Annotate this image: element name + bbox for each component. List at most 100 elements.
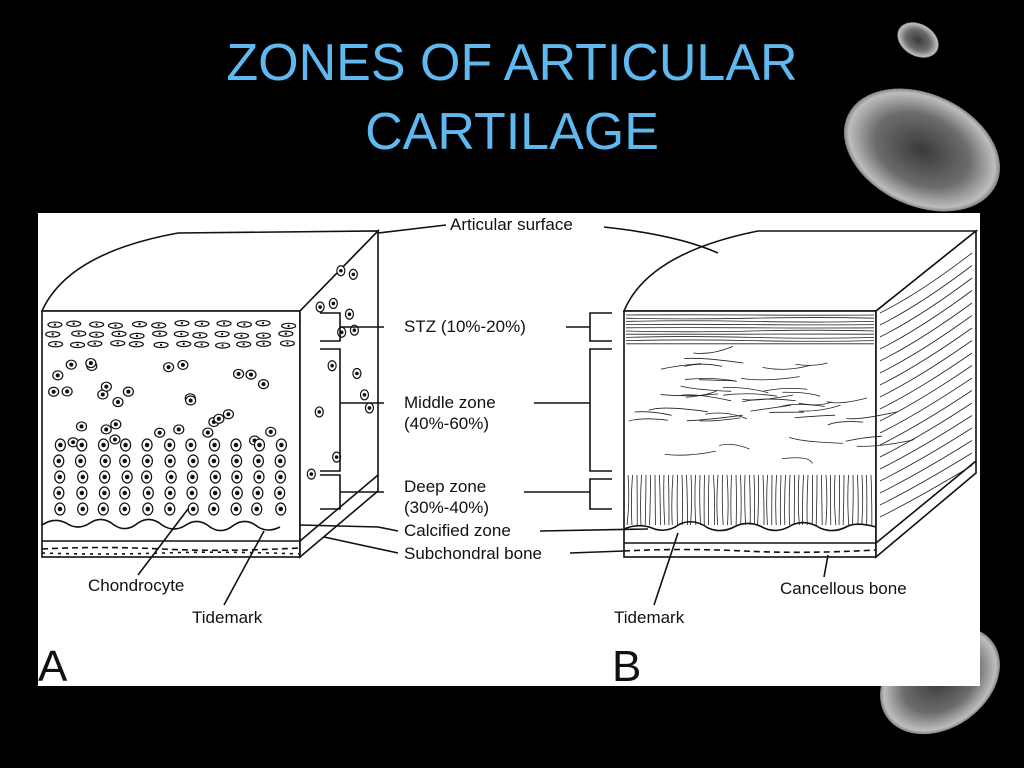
leader-subchondral-b [569,550,625,554]
chondrocyte-nucleus [367,406,372,410]
collagen-fiber [795,362,828,366]
collagen-fiber [870,474,873,526]
collagen-fiber [762,364,812,370]
collagen-fiber [749,474,751,526]
label-middle-zone: Middle zone [404,393,496,412]
block-b-bone-band [623,548,877,554]
leader-calcified-b [539,528,649,532]
chondrocyte-nucleus [261,382,266,387]
chondrocyte-nucleus [242,343,245,346]
chondrocyte-nucleus [103,458,108,464]
collagen-fiber [625,336,875,339]
leader-calcified-a [299,524,399,532]
chondrocyte-nucleus [144,442,150,448]
collagen-fiber [879,327,973,386]
chondrocyte-nucleus [279,442,284,448]
chondrocyte-nucleus [277,490,282,496]
chondrocyte-nucleus [65,389,70,394]
leader-tidemark-a [223,530,265,606]
collagen-fiber [685,378,737,382]
bracket-b-deep [524,478,612,510]
collagen-fiber [741,376,800,381]
slide-title-line1: ZONES OF ARTICULAR [226,34,798,92]
chondrocyte-nucleus [88,361,93,366]
chondrocyte-nucleus [166,365,171,370]
chondrocyte-nucleus [330,363,334,368]
collagen-fiber [788,474,791,526]
label-stz: STZ (10%-20%) [404,317,526,336]
chondrocyte-nucleus [126,389,131,394]
chondrocyte-nucleus [57,506,63,512]
chondrocyte-nucleus [124,474,130,480]
collagen-fiber [630,474,633,526]
chondrocyte-nucleus [145,506,151,512]
chondrocyte-nucleus [78,458,83,464]
chondrocyte-nucleus [198,334,202,337]
chondrocyte-nucleus [222,322,226,325]
chondrocyte-nucleus [182,342,185,346]
chondrocyte-nucleus [287,324,290,328]
collagen-fiber [879,402,973,458]
collagen-fiber [648,407,709,413]
collagen-fiber [879,365,973,422]
collagen-fiber [742,398,796,403]
label-panel-a: A [38,642,68,686]
chondrocyte-nucleus [205,430,210,435]
chondrocyte-nucleus [248,372,254,377]
chondrocyte-nucleus [190,474,195,480]
chondrocyte-nucleus [168,474,174,480]
chondrocyte-nucleus [212,490,218,496]
chondrocyte-nucleus [221,344,224,347]
chondrocyte-nucleus [211,458,217,464]
collagen-fiber [640,474,642,526]
label-deep-zone: Deep zone [404,477,486,496]
chondrocyte-nucleus [355,371,359,376]
chondrocyte-nucleus [79,490,85,496]
chondrocyte-nucleus [144,474,149,480]
collagen-fiber [879,290,973,350]
collagen-fiber [659,474,661,526]
chondrocyte-nucleus [277,458,283,464]
collagen-fiber [626,474,630,526]
leader-articular-surface-b [603,226,719,254]
collagen-fiber [879,377,973,434]
collagen-fiber [699,474,701,526]
chondrocyte-nucleus [286,342,289,345]
chondrocyte-nucleus [318,305,322,309]
collagen-fiber [798,404,841,412]
collagen-fiber [802,474,804,526]
cartilage-figure: Articular surface STZ (10%-20%) Middle z… [38,213,980,691]
collagen-fiber [671,474,674,526]
collagen-fiber [775,474,777,526]
collagen-fiber [625,339,875,342]
collagen-fiber [797,474,800,526]
chondrocyte-nucleus [115,400,121,405]
collagen-fiber [625,323,875,326]
chondrocyte-nucleus [122,506,127,512]
block-b-side-line [875,460,977,544]
chondrocyte-nucleus [157,324,160,327]
collagen-fiber [625,329,875,333]
chondrocyte-nucleus [262,342,265,345]
collagen-fiber [663,474,666,526]
collagen-fiber [834,474,837,526]
label-tidemark-b: Tidemark [614,608,685,627]
leader-tidemark-b [653,532,679,606]
chondrocyte-nucleus [159,343,163,347]
collagen-fiber [766,474,768,526]
chondrocyte-nucleus [180,322,184,325]
chondrocyte-nucleus [122,490,127,496]
chondrocyte-nucleus [56,490,62,496]
chondrocyte-nucleus [236,371,241,376]
collagen-fiber [649,474,651,526]
chondrocyte-nucleus [190,506,196,512]
collagen-fiber [664,450,716,456]
collagen-fiber [644,474,647,526]
collagen-fiber [750,404,792,412]
collagen-fiber [723,393,778,397]
chondrocyte-nucleus [180,332,183,336]
chondrocyte-nucleus [53,323,57,326]
chondrocyte-nucleus [114,324,117,327]
collagen-fiber [879,252,973,314]
collagen-fiber [779,474,782,526]
